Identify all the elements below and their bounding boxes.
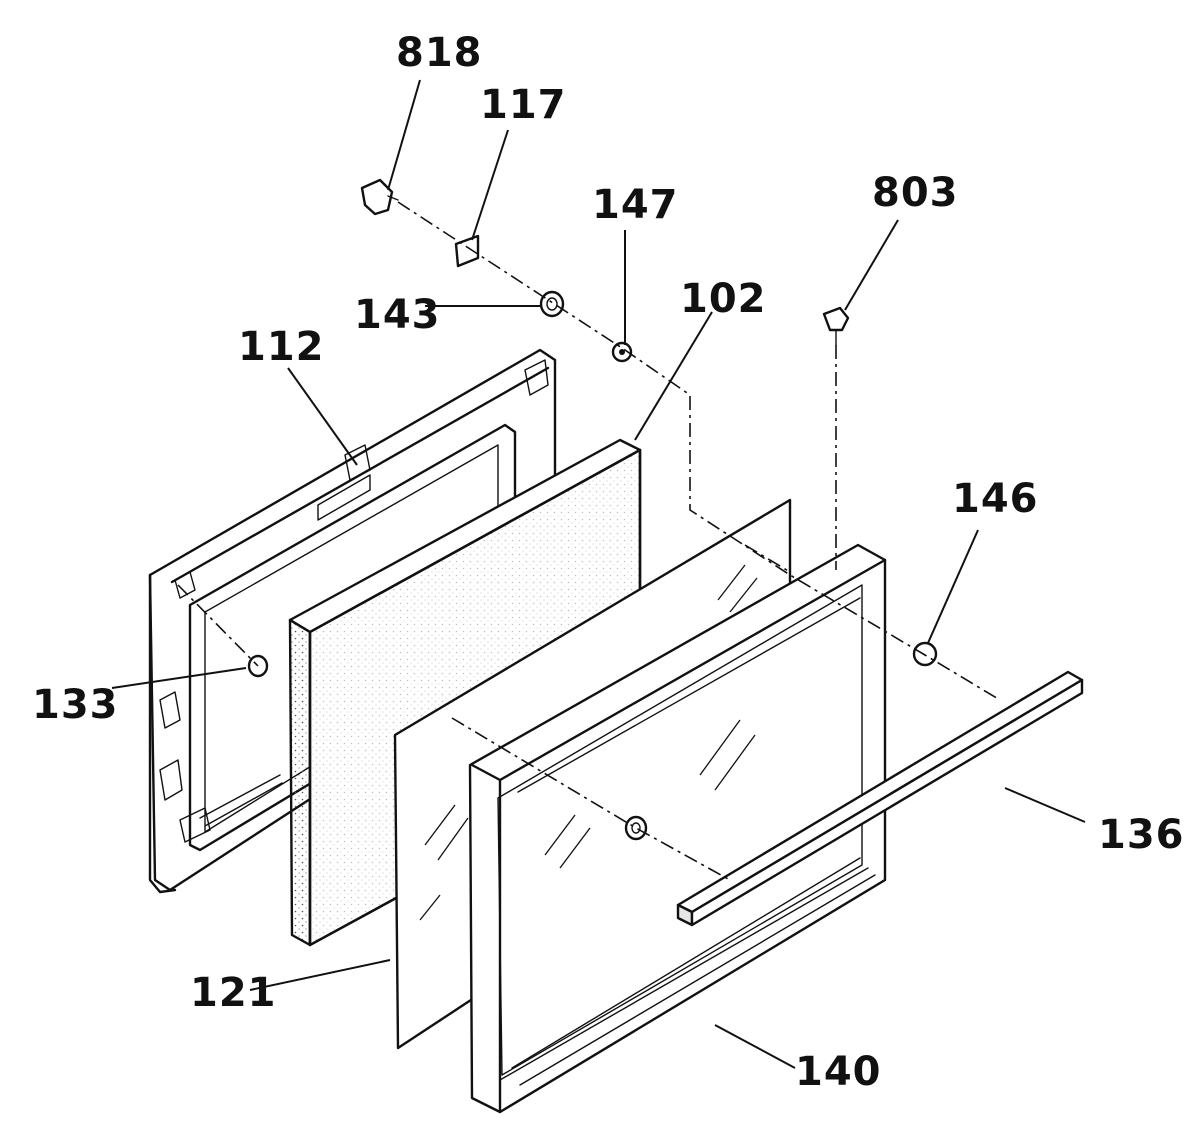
screw-803 xyxy=(822,306,850,346)
callout-146: 146 xyxy=(952,476,1039,522)
leader-lines xyxy=(111,79,1086,1069)
callout-133: 133 xyxy=(32,682,119,728)
spacer-center xyxy=(624,815,648,841)
outer-door-frame xyxy=(468,543,887,1114)
door-handle-bar xyxy=(676,670,1084,927)
callout-136: 136 xyxy=(1098,812,1185,858)
bracket-117 xyxy=(454,234,480,268)
callout-117: 117 xyxy=(480,82,567,128)
callout-140: 140 xyxy=(795,1049,882,1095)
callout-818: 818 xyxy=(396,30,483,76)
assembly-lines xyxy=(177,201,1001,881)
callout-147: 147 xyxy=(592,182,679,228)
callout-143: 143 xyxy=(354,292,441,338)
callout-121: 121 xyxy=(190,970,277,1016)
callout-102: 102 xyxy=(680,276,767,322)
screw-818 xyxy=(360,178,399,216)
spacer-146 xyxy=(912,641,938,667)
callout-803: 803 xyxy=(872,170,959,216)
callout-112: 112 xyxy=(238,324,325,370)
bushing-147 xyxy=(611,341,633,363)
spacer-143 xyxy=(539,290,565,318)
